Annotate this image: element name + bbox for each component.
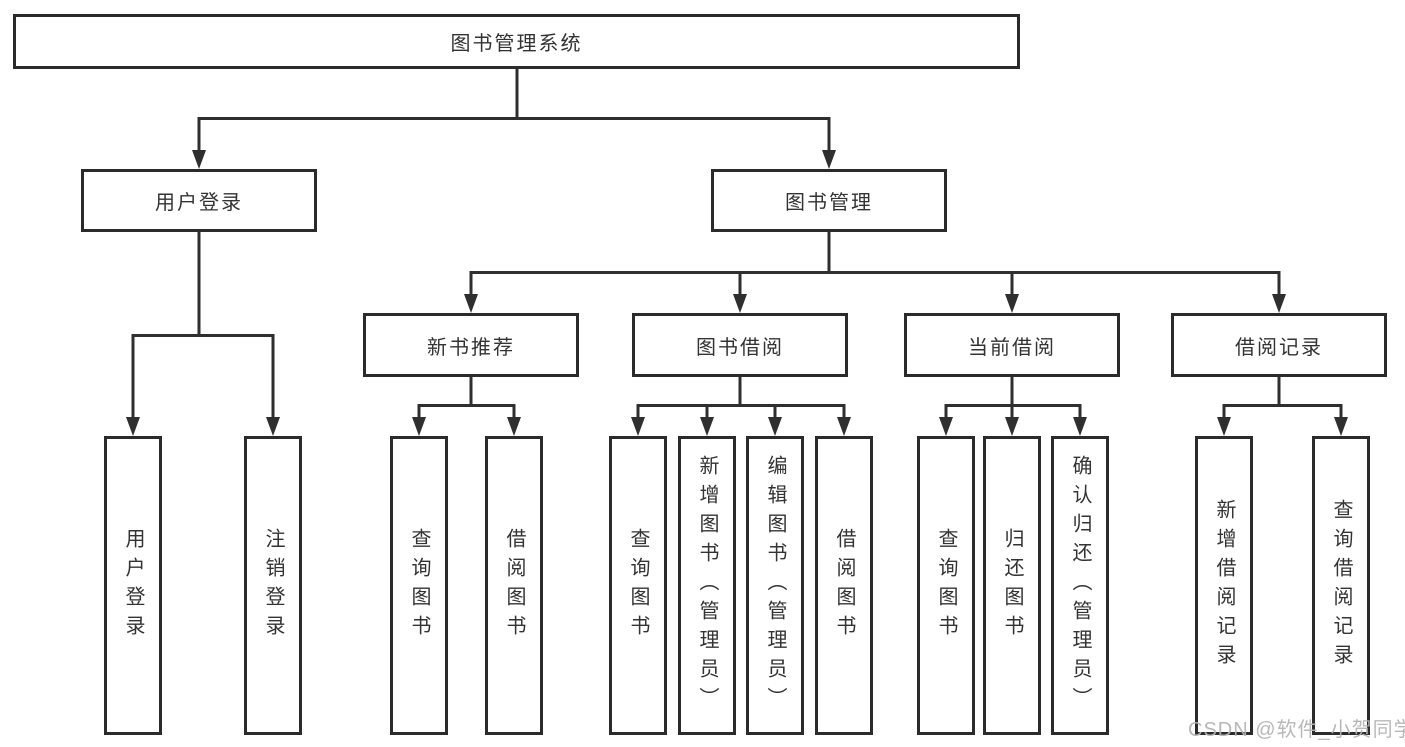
watermark: CSDN @软件_小贺同学 [1188,719,1405,741]
leaf-add-book-admin-label: 新增图书（管理员） [696,455,718,716]
leaf-edit-book-admin-label: 编辑图书（管理员） [764,455,786,716]
leaf-add-borrow-record-label: 新增借阅记录 [1213,498,1235,673]
leaf-query-borrow-record-label: 查询借阅记录 [1330,498,1352,673]
leaf-user-login-label: 用户登录 [122,527,144,644]
node-user-login-label: 用户登录 [155,192,243,214]
node-root: 图书管理系统 [13,14,1020,69]
node-book-management: 图书管理 [711,169,947,232]
leaf-query-books-borrow-label: 查询图书 [627,527,649,644]
leaf-return-books: 归还图书 [983,436,1041,735]
node-current-borrowing-label: 当前借阅 [968,336,1056,359]
node-new-book-recommendation: 新书推荐 [363,313,579,377]
leaf-edit-book-admin: 编辑图书（管理员） [746,436,804,735]
leaf-confirm-return-admin-label: 确认归还（管理员） [1069,455,1091,716]
node-user-login: 用户登录 [81,169,317,232]
node-current-borrowing: 当前借阅 [904,313,1120,377]
node-book-borrowing-label: 图书借阅 [696,336,784,359]
node-book-management-label: 图书管理 [785,192,873,214]
leaf-return-books-label: 归还图书 [1001,527,1023,644]
leaf-borrow-books-borrow-label: 借阅图书 [833,527,855,644]
node-book-borrowing: 图书借阅 [632,313,848,377]
leaf-logout-label: 注销登录 [262,527,284,644]
leaf-query-books-current-label: 查询图书 [935,527,957,644]
leaf-add-borrow-record: 新增借阅记录 [1195,436,1253,735]
leaf-query-books-borrow: 查询图书 [609,436,667,735]
leaf-query-books-recommend-label: 查询图书 [408,527,430,644]
node-borrowing-records: 借阅记录 [1171,313,1387,377]
node-root-label: 图书管理系统 [450,33,583,55]
leaf-user-login: 用户登录 [104,436,162,735]
leaf-query-books-recommend: 查询图书 [390,436,448,735]
node-borrowing-records-label: 借阅记录 [1235,336,1323,359]
leaf-logout: 注销登录 [244,436,302,735]
node-new-book-recommendation-label: 新书推荐 [427,336,515,359]
leaf-confirm-return-admin: 确认归还（管理员） [1051,436,1109,735]
leaf-borrow-books-recommend: 借阅图书 [485,436,543,735]
leaf-borrow-books-recommend-label: 借阅图书 [503,527,525,644]
leaf-query-borrow-record: 查询借阅记录 [1312,436,1370,735]
leaf-add-book-admin: 新增图书（管理员） [678,436,736,735]
leaf-query-books-current: 查询图书 [917,436,975,735]
leaf-borrow-books-borrow: 借阅图书 [815,436,873,735]
